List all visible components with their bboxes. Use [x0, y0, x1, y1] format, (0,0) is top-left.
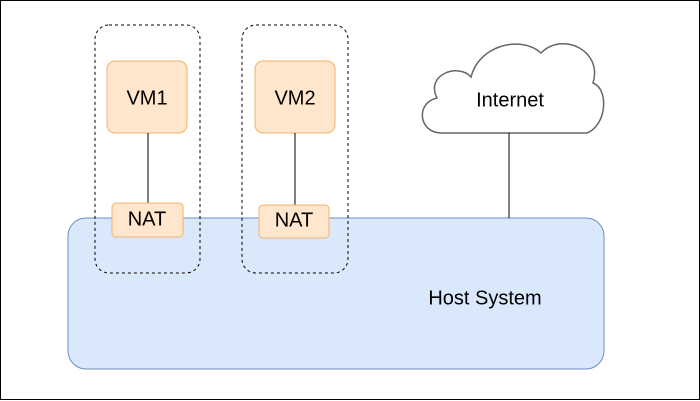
vm1-nat-box — [111, 202, 184, 238]
vm2-label: VM2 — [274, 87, 315, 109]
internet-cloud-shape — [421, 43, 605, 134]
vm1-nat-label: NAT — [128, 208, 167, 230]
internet-label: Internet — [476, 89, 544, 111]
vm2-nat-label: NAT — [275, 209, 314, 231]
vm1-box — [106, 60, 188, 134]
vm2-nat-box — [258, 204, 330, 239]
host-system-box — [67, 217, 605, 370]
vm2-group-border — [241, 24, 349, 274]
host-system-label: Host System — [428, 287, 541, 309]
vm1-group-border — [94, 24, 201, 274]
vm1-label: VM1 — [126, 87, 167, 109]
